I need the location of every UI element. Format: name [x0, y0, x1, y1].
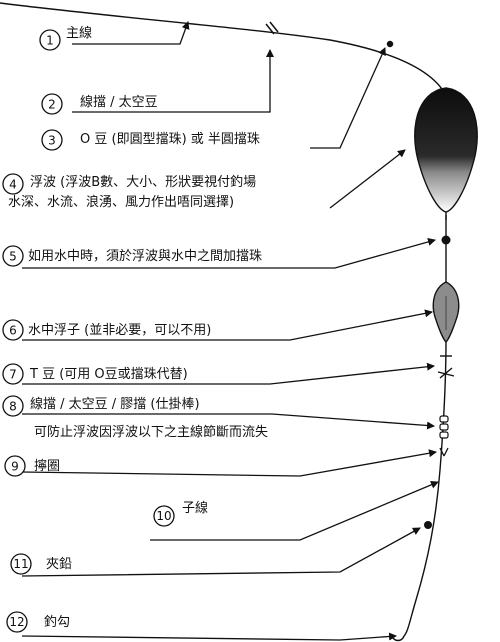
leader-4: [329, 149, 406, 209]
underwater-float: [432, 281, 460, 343]
swivel: [439, 447, 449, 457]
label-5: 5 如用水中時，須於浮波與水中之間加擋珠: [2, 245, 262, 267]
label-12: 12 釣勾: [6, 611, 70, 633]
label-10: 10 子線: [153, 500, 208, 527]
leader-6: [22, 309, 433, 341]
leader-10: [150, 481, 439, 541]
label-11: 11 夾鉛: [10, 553, 72, 575]
split-shot: [424, 521, 432, 529]
label-1: 1 主線: [39, 25, 92, 51]
svg-text:主線: 主線: [66, 25, 92, 41]
svg-text:11: 11: [13, 557, 28, 571]
svg-text:4: 4: [9, 178, 17, 192]
svg-text:如用水中時，須於浮波與水中之間加擋珠: 如用水中時，須於浮波與水中之間加擋珠: [28, 248, 262, 264]
svg-text:子線: 子線: [182, 500, 208, 516]
svg-text:8: 8: [9, 400, 17, 414]
leader-3: [310, 47, 386, 149]
leader-11: [21, 527, 421, 577]
line-stopper-marks: [265, 21, 394, 48]
leader-2: [72, 49, 274, 113]
stopper-bead: [441, 235, 451, 245]
svg-text:夾鉛: 夾鉛: [46, 557, 72, 572]
leader-lines: [21, 21, 439, 641]
svg-text:6: 6: [9, 324, 17, 338]
label-3: 3 O 豆 (即圓型擋珠) 或 半圓擋珠: [41, 129, 260, 151]
svg-text:7: 7: [9, 368, 17, 382]
t-bead: [437, 355, 455, 379]
svg-text:1: 1: [46, 34, 54, 48]
svg-text:線擋 / 太空豆 / 膠擋 (仕掛棒): 線擋 / 太空豆 / 膠擋 (仕掛棒): [30, 396, 200, 412]
label-6: 6 水中浮子 (並非必要，可以不用): [2, 319, 211, 341]
svg-text:線擋 / 太空豆: 線擋 / 太空豆: [80, 94, 158, 110]
label-2: 2 線擋 / 太空豆: [41, 93, 158, 115]
svg-text:12: 12: [9, 615, 24, 629]
svg-text:3: 3: [48, 134, 56, 148]
leader-1: [72, 21, 190, 45]
svg-text:T 豆 (可用 O豆或擋珠代替): T 豆 (可用 O豆或擋珠代替): [29, 367, 188, 382]
stopper-group: [439, 415, 449, 439]
svg-text:9: 9: [11, 460, 19, 474]
label-8: 8 線擋 / 太空豆 / 膠擋 (仕掛棒) 可防止浮波因浮波以下之主線節斷而流失: [2, 395, 268, 440]
svg-text:水中浮子 (並非必要，可以不用): 水中浮子 (並非必要，可以不用): [28, 323, 211, 338]
svg-text:5: 5: [9, 250, 17, 264]
svg-text:可防止浮波因浮波以下之主線節斷而流失: 可防止浮波因浮波以下之主線節斷而流失: [34, 424, 268, 440]
line-below-float: [403, 215, 447, 637]
svg-text:擰圈: 擰圈: [34, 459, 60, 474]
svg-text:水深、水流、浪湧、風力作出唔同選擇): 水深、水流、浪湧、風力作出唔同選擇): [8, 194, 234, 210]
svg-text:浮波 (浮波B數、大小、形狀要視付釣場: 浮波 (浮波B數、大小、形狀要視付釣場: [30, 174, 256, 190]
svg-text:釣勾: 釣勾: [44, 614, 70, 630]
leader-7: [22, 362, 435, 385]
leader-8: [22, 413, 435, 430]
main-line: [0, 2, 445, 93]
svg-text:10: 10: [156, 509, 171, 523]
leader-9: [21, 449, 437, 477]
leader-12: [21, 632, 397, 641]
label-9: 9 擰圈: [4, 455, 60, 477]
label-7: 7 T 豆 (可用 O豆或擋珠代替): [2, 363, 188, 385]
leader-5: [22, 238, 436, 269]
label-4: 4 浮波 (浮波B數、大小、形狀要視付釣場 水深、水流、浪湧、風力作出唔同選擇): [2, 173, 256, 210]
float: [414, 87, 478, 220]
rig: [0, 2, 447, 637]
svg-text:O 豆 (即圓型擋珠) 或 半圓擋珠: O 豆 (即圓型擋珠) 或 半圓擋珠: [80, 132, 260, 147]
svg-text:2: 2: [48, 98, 56, 112]
